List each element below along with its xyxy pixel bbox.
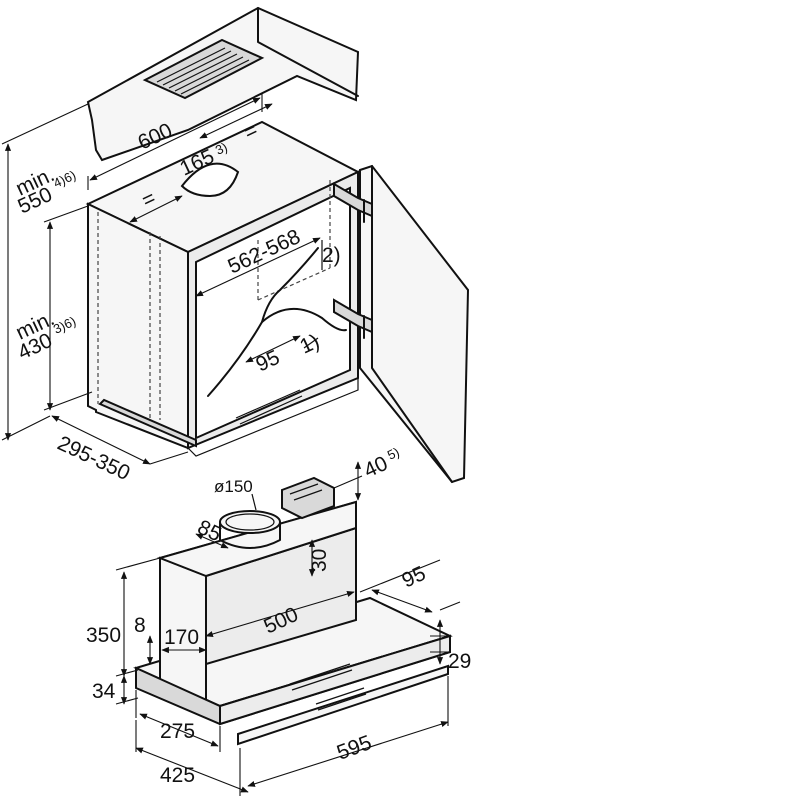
callout-2: 2) (322, 244, 341, 267)
connector-box (281, 476, 335, 520)
lower-dimensions (115, 461, 461, 796)
note-min-430: 3)6) (51, 313, 78, 336)
label-34: 34 (92, 680, 116, 703)
label-29: 29 (448, 650, 471, 673)
ceiling-grille (142, 38, 265, 100)
label-duct-diameter: ø150 (214, 477, 253, 496)
label-350: 350 (86, 624, 121, 647)
label-425: 425 (160, 764, 195, 787)
ceiling-slab (86, 6, 360, 162)
cutaway-edge (207, 307, 347, 397)
label-170: 170 (164, 626, 199, 649)
note-40: 5) (385, 444, 402, 462)
label-40: 40 (360, 452, 391, 483)
label-8: 8 (134, 614, 146, 637)
label-295-350: 295-350 (54, 432, 134, 485)
note-165: 3) (213, 139, 230, 157)
label-595: 595 (334, 731, 375, 765)
cabinet-door (359, 164, 470, 484)
label-30: 30 (308, 549, 331, 572)
label-275: 275 (160, 720, 195, 743)
upper-dimensions (1, 94, 323, 465)
note-min-550: 4)6) (51, 167, 78, 190)
door-hinges (333, 182, 373, 339)
